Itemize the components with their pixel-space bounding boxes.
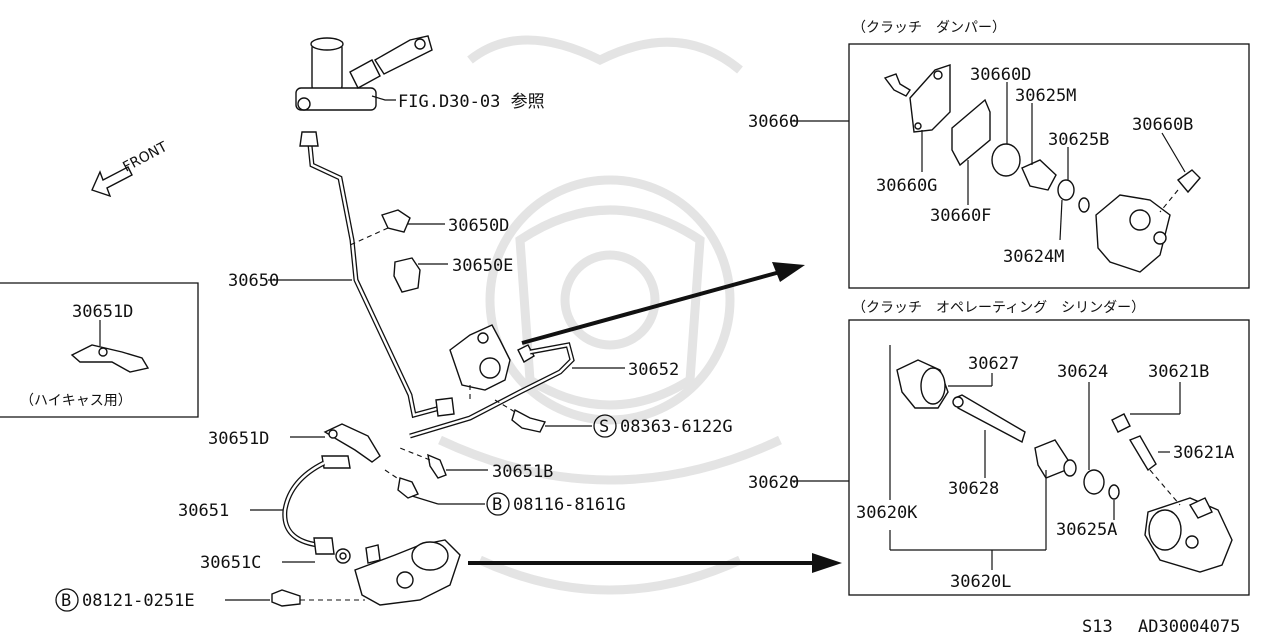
arrow-head-damper	[772, 262, 805, 282]
operating-part-30628: 30628	[948, 479, 999, 499]
front-arrow: FRONT	[91, 139, 170, 198]
damper-part-30660D: 30660D	[970, 65, 1031, 85]
footer-code: AD30004075	[1138, 617, 1240, 637]
arrow-to-damper-box	[521, 270, 781, 345]
clutch-pipe-30652	[409, 342, 575, 439]
clip-30650D	[349, 209, 445, 246]
damper-part-30624M: 30624M	[1003, 247, 1064, 267]
marker-b2: B	[61, 591, 71, 611]
label-30650E: 30650E	[452, 256, 513, 276]
clutch-damper-installed	[449, 324, 535, 400]
marker-b1: B	[492, 495, 502, 515]
bolt-08363	[494, 399, 617, 438]
ref-fig-label: FIG.D30-03 参照	[398, 92, 545, 112]
marker-s: S	[599, 417, 609, 437]
operating-cylinder-installed	[354, 539, 461, 606]
operating-detail-box	[792, 319, 1250, 596]
bolt-08121	[55, 588, 365, 612]
operating-box-title: （クラッチ オペレーティング シリンダー）	[852, 300, 1145, 316]
operating-part-30621B: 30621B	[1148, 362, 1209, 382]
damper-box-title: （クラッチ ダンパー）	[852, 20, 1006, 36]
damper-main-part: 30660	[748, 112, 799, 132]
damper-part-30660G: 30660G	[876, 176, 937, 196]
label-30651D: 30651D	[208, 429, 269, 449]
damper-part-30625B: 30625B	[1048, 130, 1109, 150]
damper-part-30660B: 30660B	[1132, 115, 1193, 135]
damper-parts-drawing	[883, 64, 1201, 273]
label-30652: 30652	[628, 360, 679, 380]
bracket-30651D	[290, 423, 381, 463]
operating-part-30620L: 30620L	[950, 572, 1011, 592]
hicas-caption: （ハイキャス用）	[20, 393, 132, 409]
label-08116-8161G: 08116-8161G	[513, 495, 626, 515]
clutch-hose-30651	[250, 455, 351, 555]
label-08363-6122G: 08363-6122G	[620, 417, 733, 437]
front-label: FRONT	[120, 139, 170, 176]
operating-main-part: 30620	[748, 473, 799, 493]
arrow-head-operating	[812, 553, 842, 573]
damper-part-30625M: 30625M	[1015, 86, 1076, 106]
footer-model: S13	[1082, 617, 1113, 637]
clip-30650E	[393, 257, 448, 293]
operating-part-30620K: 30620K	[856, 503, 918, 523]
operating-part-30624: 30624	[1057, 362, 1108, 382]
clutch-pipe-30650	[299, 131, 455, 419]
label-30650: 30650	[228, 271, 279, 291]
damper-part-30660F: 30660F	[930, 206, 991, 226]
operating-part-30621A: 30621A	[1173, 443, 1234, 463]
label-30650D: 30650D	[448, 216, 509, 236]
label-08121-0251E: 08121-0251E	[82, 591, 195, 611]
watermark-emblem	[438, 35, 782, 595]
operating-part-30625A: 30625A	[1056, 520, 1117, 540]
label-30651C: 30651C	[200, 553, 261, 573]
operating-parts-drawing	[896, 359, 1233, 573]
operating-leaders	[889, 345, 1181, 570]
washer-30651C	[282, 548, 351, 564]
damper-leaders	[921, 82, 1186, 241]
hicas-box	[0, 282, 199, 418]
damper-detail-box	[790, 43, 1250, 289]
clip-30651B	[399, 447, 488, 479]
operating-part-30627: 30627	[968, 354, 1019, 374]
hicas-part-label: 30651D	[72, 302, 133, 322]
bolt-08116	[384, 469, 510, 516]
label-30651B: 30651B	[492, 462, 553, 482]
clutch-master-cylinder	[295, 35, 433, 111]
label-30651: 30651	[178, 501, 229, 521]
